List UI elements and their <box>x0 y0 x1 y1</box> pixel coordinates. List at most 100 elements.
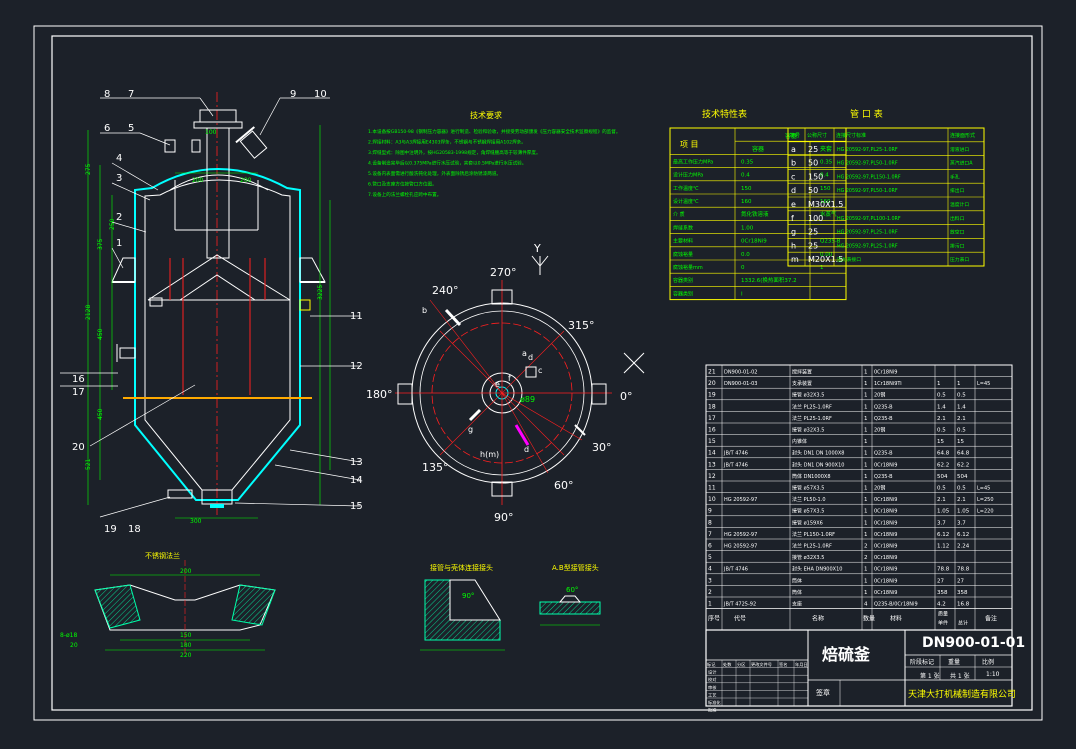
bom-qty: 1 <box>864 416 868 422</box>
nozzle-dn: 25 <box>808 228 818 237</box>
bom-w1: 6.12 <box>937 532 949 538</box>
tech-row-label: 焊缝系数 <box>673 224 693 231</box>
plan-letter-h: h(m) <box>480 450 499 459</box>
nozzle-standard: HG 20592-97,PL25-1.0RF <box>837 147 898 153</box>
bom-qty: 1 <box>864 590 868 596</box>
title-label: 处数 <box>723 661 732 668</box>
tech-row-v2: 1 <box>820 265 824 271</box>
bom-w1: 15 <box>937 439 944 445</box>
tech-row-v1: 0.4 <box>741 173 750 179</box>
nozzle-standard: HG 20592-97,PL25-1.0RF <box>837 230 898 236</box>
bom-w1: 4.2 <box>937 602 946 608</box>
detail-b-title: 接管与壳体连接接头 <box>430 563 493 572</box>
leader-8: 8 <box>104 89 110 100</box>
bom-qty: 1 <box>864 439 868 445</box>
bom-material: 0Cr18Ni9 <box>874 370 897 376</box>
bom-material: 0Cr18Ni9 <box>874 567 897 573</box>
bom-no: 12 <box>708 473 716 480</box>
dim-3225: 3225 <box>317 285 324 300</box>
bom-name: 法兰 PL25-1.0RF <box>792 403 832 410</box>
bom-material: 0Cr18Ni9 <box>874 497 897 503</box>
col-stage: 阶段标记 <box>910 658 934 666</box>
bom-name: 支座 <box>792 601 802 608</box>
bom-name: 封头 DN1 DN 1000X8 <box>792 450 844 457</box>
bom-qty: 2 <box>864 544 868 550</box>
bom-no: 4 <box>708 566 712 573</box>
dim-275: 275 <box>85 163 92 175</box>
bom-w2: 64.8 <box>957 451 970 457</box>
bom-no: 2 <box>708 589 712 596</box>
tech-row-label: 腐蚀裕量mm <box>673 264 703 271</box>
plan-letter-f: f <box>508 374 511 383</box>
drawing-number: DN900-01-01 <box>922 635 1025 651</box>
nozzle-standard: HG 20592-97,PL50-1.0RF <box>837 161 898 167</box>
bom-material: Q235-B <box>874 416 893 422</box>
angle-90: 90° <box>494 511 514 524</box>
title-role: 审核 <box>708 684 717 691</box>
bom-header-weight: 质量 <box>938 611 948 618</box>
detail-a-flange <box>94 560 276 655</box>
leader-20: 20 <box>72 442 85 453</box>
bom-w2: 27 <box>957 578 964 584</box>
bom-material: 0Cr18Ni9 <box>874 462 897 468</box>
elevation-view <box>60 92 361 519</box>
tech-row-label: 介 质 <box>673 211 685 218</box>
bom-w2: 358 <box>957 590 968 596</box>
bom-material: 0Cr18Ni9 <box>874 532 897 538</box>
bom-code: JB/T 4725-92 <box>723 602 756 608</box>
bom-w1: 1.12 <box>937 544 949 550</box>
leader-15: 15 <box>350 501 363 512</box>
tech-row-v1: 0Cr18Ni9 <box>741 239 767 245</box>
tech-sub-header-vessel: 容器 <box>785 132 797 140</box>
bom-material: Q235-B <box>874 404 893 410</box>
bom-qty: 1 <box>864 370 868 376</box>
sheet-a: 第 1 张 <box>920 672 940 680</box>
tech-row-label: 腐蚀裕量 <box>673 251 693 258</box>
detail-a-dim-180: 180 <box>180 642 192 649</box>
tech-row-v1: 1332.6(换热面积37.2 <box>741 276 797 284</box>
angle-240: 240° <box>432 284 459 297</box>
nozzle-symbol: a <box>791 145 796 154</box>
dim-450a: 450 <box>97 328 104 340</box>
nozzle-header: 公称尺寸 <box>807 132 827 139</box>
angle-0: 0° <box>620 390 633 403</box>
angle-180: 180° <box>366 388 393 401</box>
plan-letter-e: e <box>495 380 500 389</box>
nozzle-standard: HG 20592-97,PL100-1.0RF <box>837 216 901 222</box>
detail-a-bolts: 8-ø18 <box>60 632 77 639</box>
bom-code: HG 20592-97 <box>724 497 757 503</box>
tech-row-v1: I <box>741 291 743 297</box>
tech-table-title: 技术特性表 <box>702 108 747 120</box>
scale: 1:10 <box>986 671 1000 678</box>
sign-label: 签章 <box>816 688 830 697</box>
bom-no: 7 <box>708 531 712 538</box>
angle-30: 30° <box>592 441 612 454</box>
bom-no: 5 <box>708 554 712 561</box>
title-label: 签名 <box>779 661 787 668</box>
angle-135: 135° <box>422 461 449 474</box>
bom-code: JB/T 4746 <box>723 462 748 468</box>
title-label: 标记 <box>707 661 716 668</box>
bom-w2: 1 <box>957 381 961 387</box>
plan-letter-d2: d <box>524 445 529 454</box>
nozzle-dn: M30X1.5 <box>808 200 843 209</box>
leader-6: 6 <box>104 123 110 134</box>
bom-qty: 1 <box>864 404 868 410</box>
bom-qty: 1 <box>864 578 868 584</box>
nozzle-dn: 25 <box>808 241 818 250</box>
nozzle-standard: HG 20592-97,PL150-1.0RF <box>837 174 901 180</box>
nozzle-use: 手孔 <box>950 173 960 180</box>
leader-13: 13 <box>350 457 363 468</box>
bom-no: 13 <box>708 461 716 468</box>
bom-no: 6 <box>708 543 712 550</box>
tech-req-line: 5.设备内表面需进行酸洗钝化处理，外表面除锈后涂防锈漆两道。 <box>368 170 501 177</box>
nozzle-use: 压力表口 <box>950 256 969 263</box>
bom-name: 法兰 PL25-1.0RF <box>792 543 832 550</box>
bom-qty: 1 <box>864 451 868 457</box>
bom-note: L=45 <box>977 381 990 387</box>
bom-no: 11 <box>708 485 716 492</box>
nozzle-dn: M20X1.5 <box>808 255 843 264</box>
